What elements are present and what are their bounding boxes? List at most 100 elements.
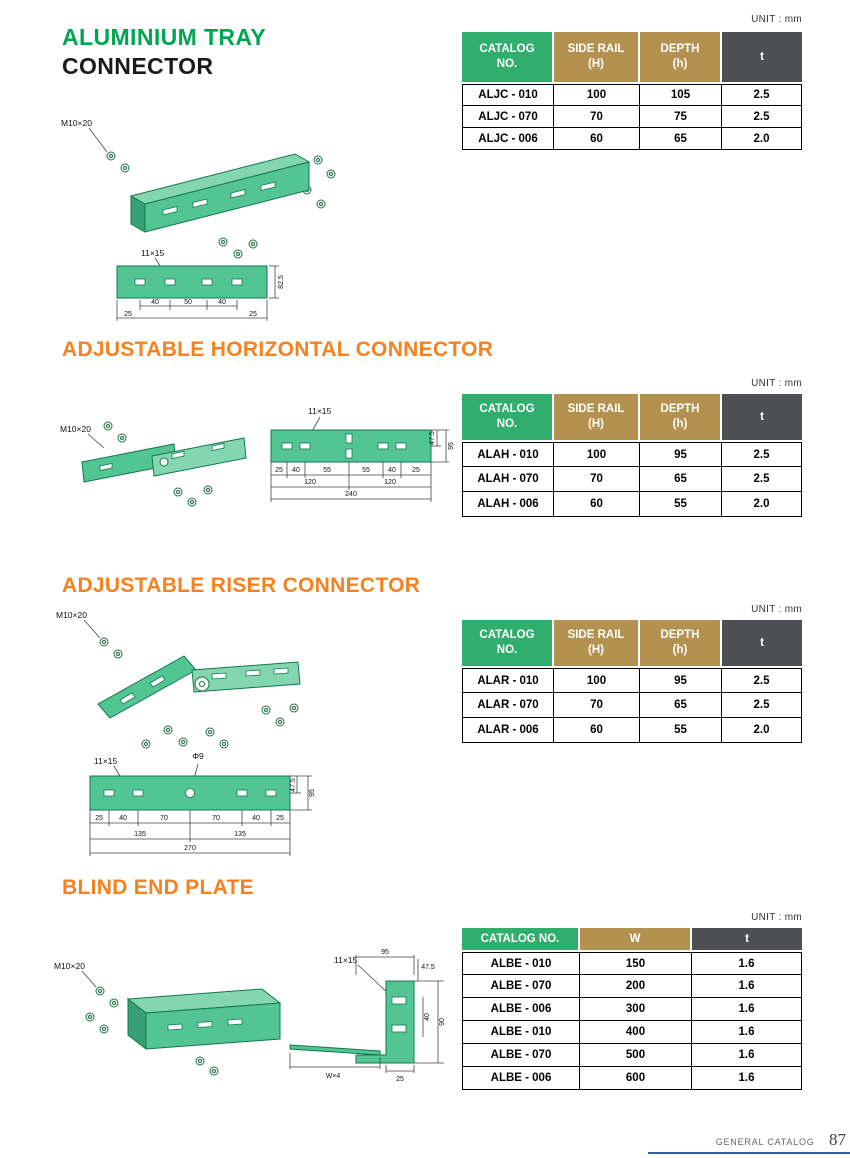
cell-t: 1.6 [692,1067,802,1090]
header-text: t [745,932,749,945]
cell-catalog-no: ALBE - 010 [462,952,580,975]
dim-label: 120 [304,479,316,486]
cell-side-rail: 100 [554,442,640,467]
cell-w: 150 [580,952,692,975]
table-row: ALAH - 010 100 95 2.5 [462,442,802,467]
cell-t: 2.5 [722,84,802,106]
cell-catalog-no: ALAR - 070 [462,693,554,718]
col-header-depth: DEPTH(h) [640,620,722,668]
cell-t: 2.0 [722,492,802,517]
connector-plate-plan [89,775,291,811]
cell-t: 1.6 [692,998,802,1021]
dim-label: 40 [151,299,159,306]
col-header-t: t [722,620,802,668]
slot-size-label: 11×15 [334,955,358,965]
connector-plates-exploded [97,655,301,719]
connector-plates-isometric [81,437,247,483]
dim-label: 82.5 [278,275,285,289]
adjustable-horizontal-diagram: M10×20 11×15 [60,406,455,507]
cell-catalog-no: ALAH - 070 [462,467,554,492]
header-text: CATALOG [479,403,535,416]
header-text: CATALOG [479,629,535,642]
bolt-size-label: M10×20 [54,961,85,971]
dim-label: 25 [275,467,283,474]
page-title: ALUMINIUM TRAY CONNECTOR [62,24,266,80]
footer-page-number: 87 [829,1130,846,1149]
cell-depth: 55 [640,718,722,743]
unit-label: UNIT : mm [751,378,802,389]
dim-label: 40 [424,1013,431,1021]
dim-label: 50 [184,299,192,306]
footer-catalog-label: GENERAL CATALOG [715,1137,815,1147]
dimension-lines [116,265,279,321]
cell-t: 2.5 [722,693,802,718]
col-header-side-rail: SIDE RAIL(H) [554,32,640,84]
unit-label: UNIT : mm [751,912,802,923]
table-header-row: CATALOG NO. W t [462,928,802,952]
header-text: (h) [672,418,688,430]
dim-label: 95 [381,949,389,956]
dim-label: 40 [218,299,226,306]
slot-size-label: 11×15 [94,756,118,766]
slot-size-label: 11×15 [308,406,332,416]
header-text: DEPTH [660,629,700,642]
connector-plate-plan [270,429,432,463]
col-header-side-rail: SIDE RAIL(H) [554,394,640,442]
cell-depth: 95 [640,668,722,693]
cell-depth: 105 [640,84,722,106]
bolt-size-label: M10×20 [61,118,92,128]
table-row: ALAR - 010 100 95 2.5 [462,668,802,693]
bolt-size-label: M10×20 [60,424,91,434]
dim-label: 55 [323,467,331,474]
dim-label: W×4 [326,1073,341,1080]
cell-catalog-no: ALBE - 006 [462,998,580,1021]
dim-label: 240 [345,491,357,498]
cell-side-rail: 70 [554,106,640,128]
dim-label: 120 [384,479,396,486]
dim-label: 55 [362,467,370,474]
section-heading-blind-end-plate: BLIND END PLATE [62,876,254,899]
cell-depth: 65 [640,128,722,150]
cell-depth: 65 [640,467,722,492]
col-header-depth: DEPTH(h) [640,32,722,84]
table-row: ALBE - 006 300 1.6 [462,998,802,1021]
cell-t: 1.6 [692,975,802,998]
cell-catalog-no: ALAH - 010 [462,442,554,467]
dim-label: 40 [119,815,127,822]
unit-label: UNIT : mm [751,14,802,25]
table-row: ALBE - 070 500 1.6 [462,1044,802,1067]
section-heading-adjustable-riser: ADJUSTABLE RISER CONNECTOR [62,574,421,597]
adjustable-riser-diagram: M10×20 11×15 Φ9 [56,610,316,856]
dim-label: 25 [249,311,257,318]
cell-t: 2.5 [722,442,802,467]
cell-w: 600 [580,1067,692,1090]
col-header-t: t [692,928,802,952]
header-text: CATALOG NO. [480,932,560,945]
header-text: (H) [588,58,604,70]
dimension-lines [89,775,312,856]
dim-label: 47.5 [290,778,297,792]
dim-label: 25 [396,1076,404,1083]
header-text: (H) [588,418,604,430]
footer-rule [648,1152,850,1154]
col-header-w: W [580,928,692,952]
title-line1: ALUMINIUM TRAY [62,24,267,50]
cell-depth: 95 [640,442,722,467]
page-footer: GENERAL CATALOG 87 [620,1130,846,1150]
dim-label: 47.5 [429,431,436,445]
table-row: ALBE - 070 200 1.6 [462,975,802,998]
section-heading-adjustable-horizontal: ADJUSTABLE HORIZONTAL CONNECTOR [62,338,494,361]
cell-side-rail: 60 [554,492,640,517]
col-header-t: t [722,394,802,442]
dimension-lines [270,429,449,502]
dim-label: 90 [439,1018,446,1026]
cell-t: 1.6 [692,1021,802,1044]
cell-catalog-no: ALJC - 006 [462,128,554,150]
